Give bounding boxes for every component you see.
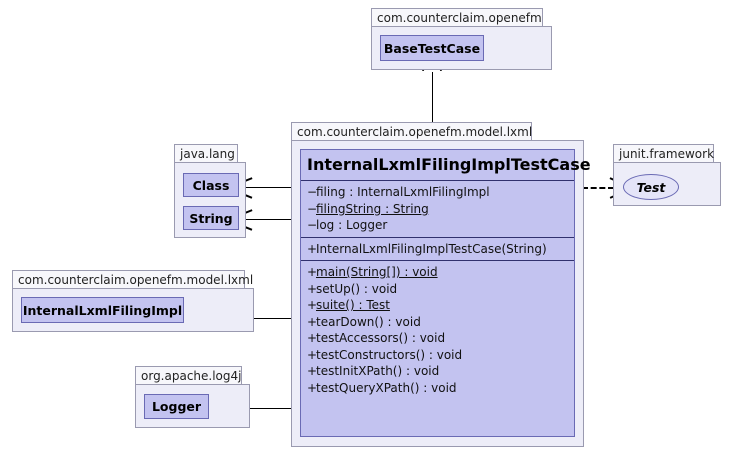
package-main-model-lxml: com.counterclaim.openefm.model.lxml Inte… (291, 122, 591, 447)
constructor-visibility: + (307, 241, 318, 256)
method-visibility: + (307, 331, 318, 345)
method-signature: testInitXPath() : void (316, 364, 440, 378)
constructor-signature: InternalLxmlFilingImplTestCase(String) (316, 241, 547, 256)
class-node-class[interactable]: Class (183, 173, 239, 197)
attribute-signature: filingString : String (316, 201, 429, 216)
class-constructor-row: +InternalLxmlFilingImplTestCase(String) (301, 241, 574, 258)
class-attribute-row: −log : Logger (301, 217, 574, 234)
method-signature: main(String[]) : void (316, 265, 438, 279)
class-box-internal-lxml-filing-impl-test-case[interactable]: InternalLxmlFilingImplTestCase −filing :… (300, 149, 591, 437)
method-signature: setUp() : void (316, 281, 398, 296)
attribute-visibility: − (307, 218, 318, 232)
edge-dependency-logger-line (212, 408, 301, 409)
method-visibility: + (307, 298, 318, 312)
class-methods-section: +main(String[]) : void +setUp() : void +… (301, 261, 574, 399)
class-attribute-row: −filing : InternalLxmlFilingImpl (301, 184, 574, 201)
attribute-visibility: − (307, 185, 318, 199)
class-node-string-label: String (189, 210, 233, 226)
edge-realization-line (582, 187, 614, 189)
class-node-base-test-case-label: BaseTestCase (383, 40, 481, 56)
class-method-row: +testInitXPath() : void (301, 363, 574, 380)
method-signature: testQueryXPath() : void (316, 380, 457, 395)
package-java-lang-tab-label: java.lang (174, 144, 238, 163)
package-main-model-lxml-tab-label: com.counterclaim.openefm.model.lxml (291, 122, 532, 141)
method-signature: tearDown() : void (316, 314, 421, 329)
class-node-base-test-case[interactable]: BaseTestCase (380, 35, 484, 61)
class-node-logger-label: Logger (151, 399, 202, 414)
class-node-class-label: Class (192, 177, 230, 193)
package-base: com.counterclaim.openefm BaseTestCase (371, 8, 552, 70)
method-visibility: + (307, 265, 318, 279)
package-log4j-tab-label: org.apache.log4j (135, 366, 242, 385)
method-visibility: + (307, 347, 318, 362)
method-signature: testConstructors() : void (316, 347, 463, 362)
interface-node-test[interactable]: Test (623, 174, 679, 200)
class-method-row: +testConstructors() : void (301, 347, 574, 364)
package-model-lxml-impl: com.counterclaim.openefm.model.lxml Inte… (12, 270, 254, 332)
package-base-tab-label: com.counterclaim.openefm (371, 8, 543, 27)
class-node-logger[interactable]: Logger (144, 394, 209, 419)
method-signature: testAccessors() : void (316, 331, 446, 345)
class-method-row: +testQueryXPath() : void (301, 380, 574, 397)
edge-dependency-class-line (245, 187, 301, 188)
class-method-row: +main(String[]) : void (301, 264, 574, 281)
attribute-visibility: − (307, 201, 318, 216)
class-title: InternalLxmlFilingImplTestCase (301, 150, 591, 181)
method-signature: suite() : Test (316, 298, 390, 312)
method-visibility: + (307, 364, 318, 378)
class-method-row: +setUp() : void (301, 281, 574, 298)
package-java-lang: java.lang Class String (174, 144, 246, 238)
class-method-row: +suite() : Test (301, 297, 574, 314)
package-junit-framework-tab-label: junit.framework (613, 144, 714, 163)
method-visibility: + (307, 281, 318, 296)
attribute-signature: log : Logger (316, 218, 388, 232)
class-node-internal-lxml-filing-impl[interactable]: InternalLxmlFilingImpl (21, 297, 184, 323)
class-method-row: +testAccessors() : void (301, 330, 574, 347)
class-method-row: +tearDown() : void (301, 314, 574, 331)
class-constructors-section: +InternalLxmlFilingImplTestCase(String) (301, 238, 574, 261)
class-attributes-section: −filing : InternalLxmlFilingImpl −filing… (301, 181, 574, 238)
attribute-signature: filing : InternalLxmlFilingImpl (316, 185, 490, 199)
edge-dependency-string-line (245, 219, 301, 220)
package-log4j: org.apache.log4j Logger (135, 366, 250, 428)
interface-node-test-label: Test (636, 179, 666, 195)
edge-generalization-line (432, 70, 433, 150)
method-visibility: + (307, 380, 318, 395)
package-model-lxml-impl-tab-label: com.counterclaim.openefm.model.lxml (12, 270, 253, 289)
package-junit-framework: junit.framework Test (613, 144, 721, 206)
class-attribute-row: −filingString : String (301, 201, 574, 218)
class-node-string[interactable]: String (183, 206, 239, 230)
method-visibility: + (307, 314, 318, 329)
class-node-internal-lxml-filing-impl-label: InternalLxmlFilingImpl (22, 302, 183, 318)
